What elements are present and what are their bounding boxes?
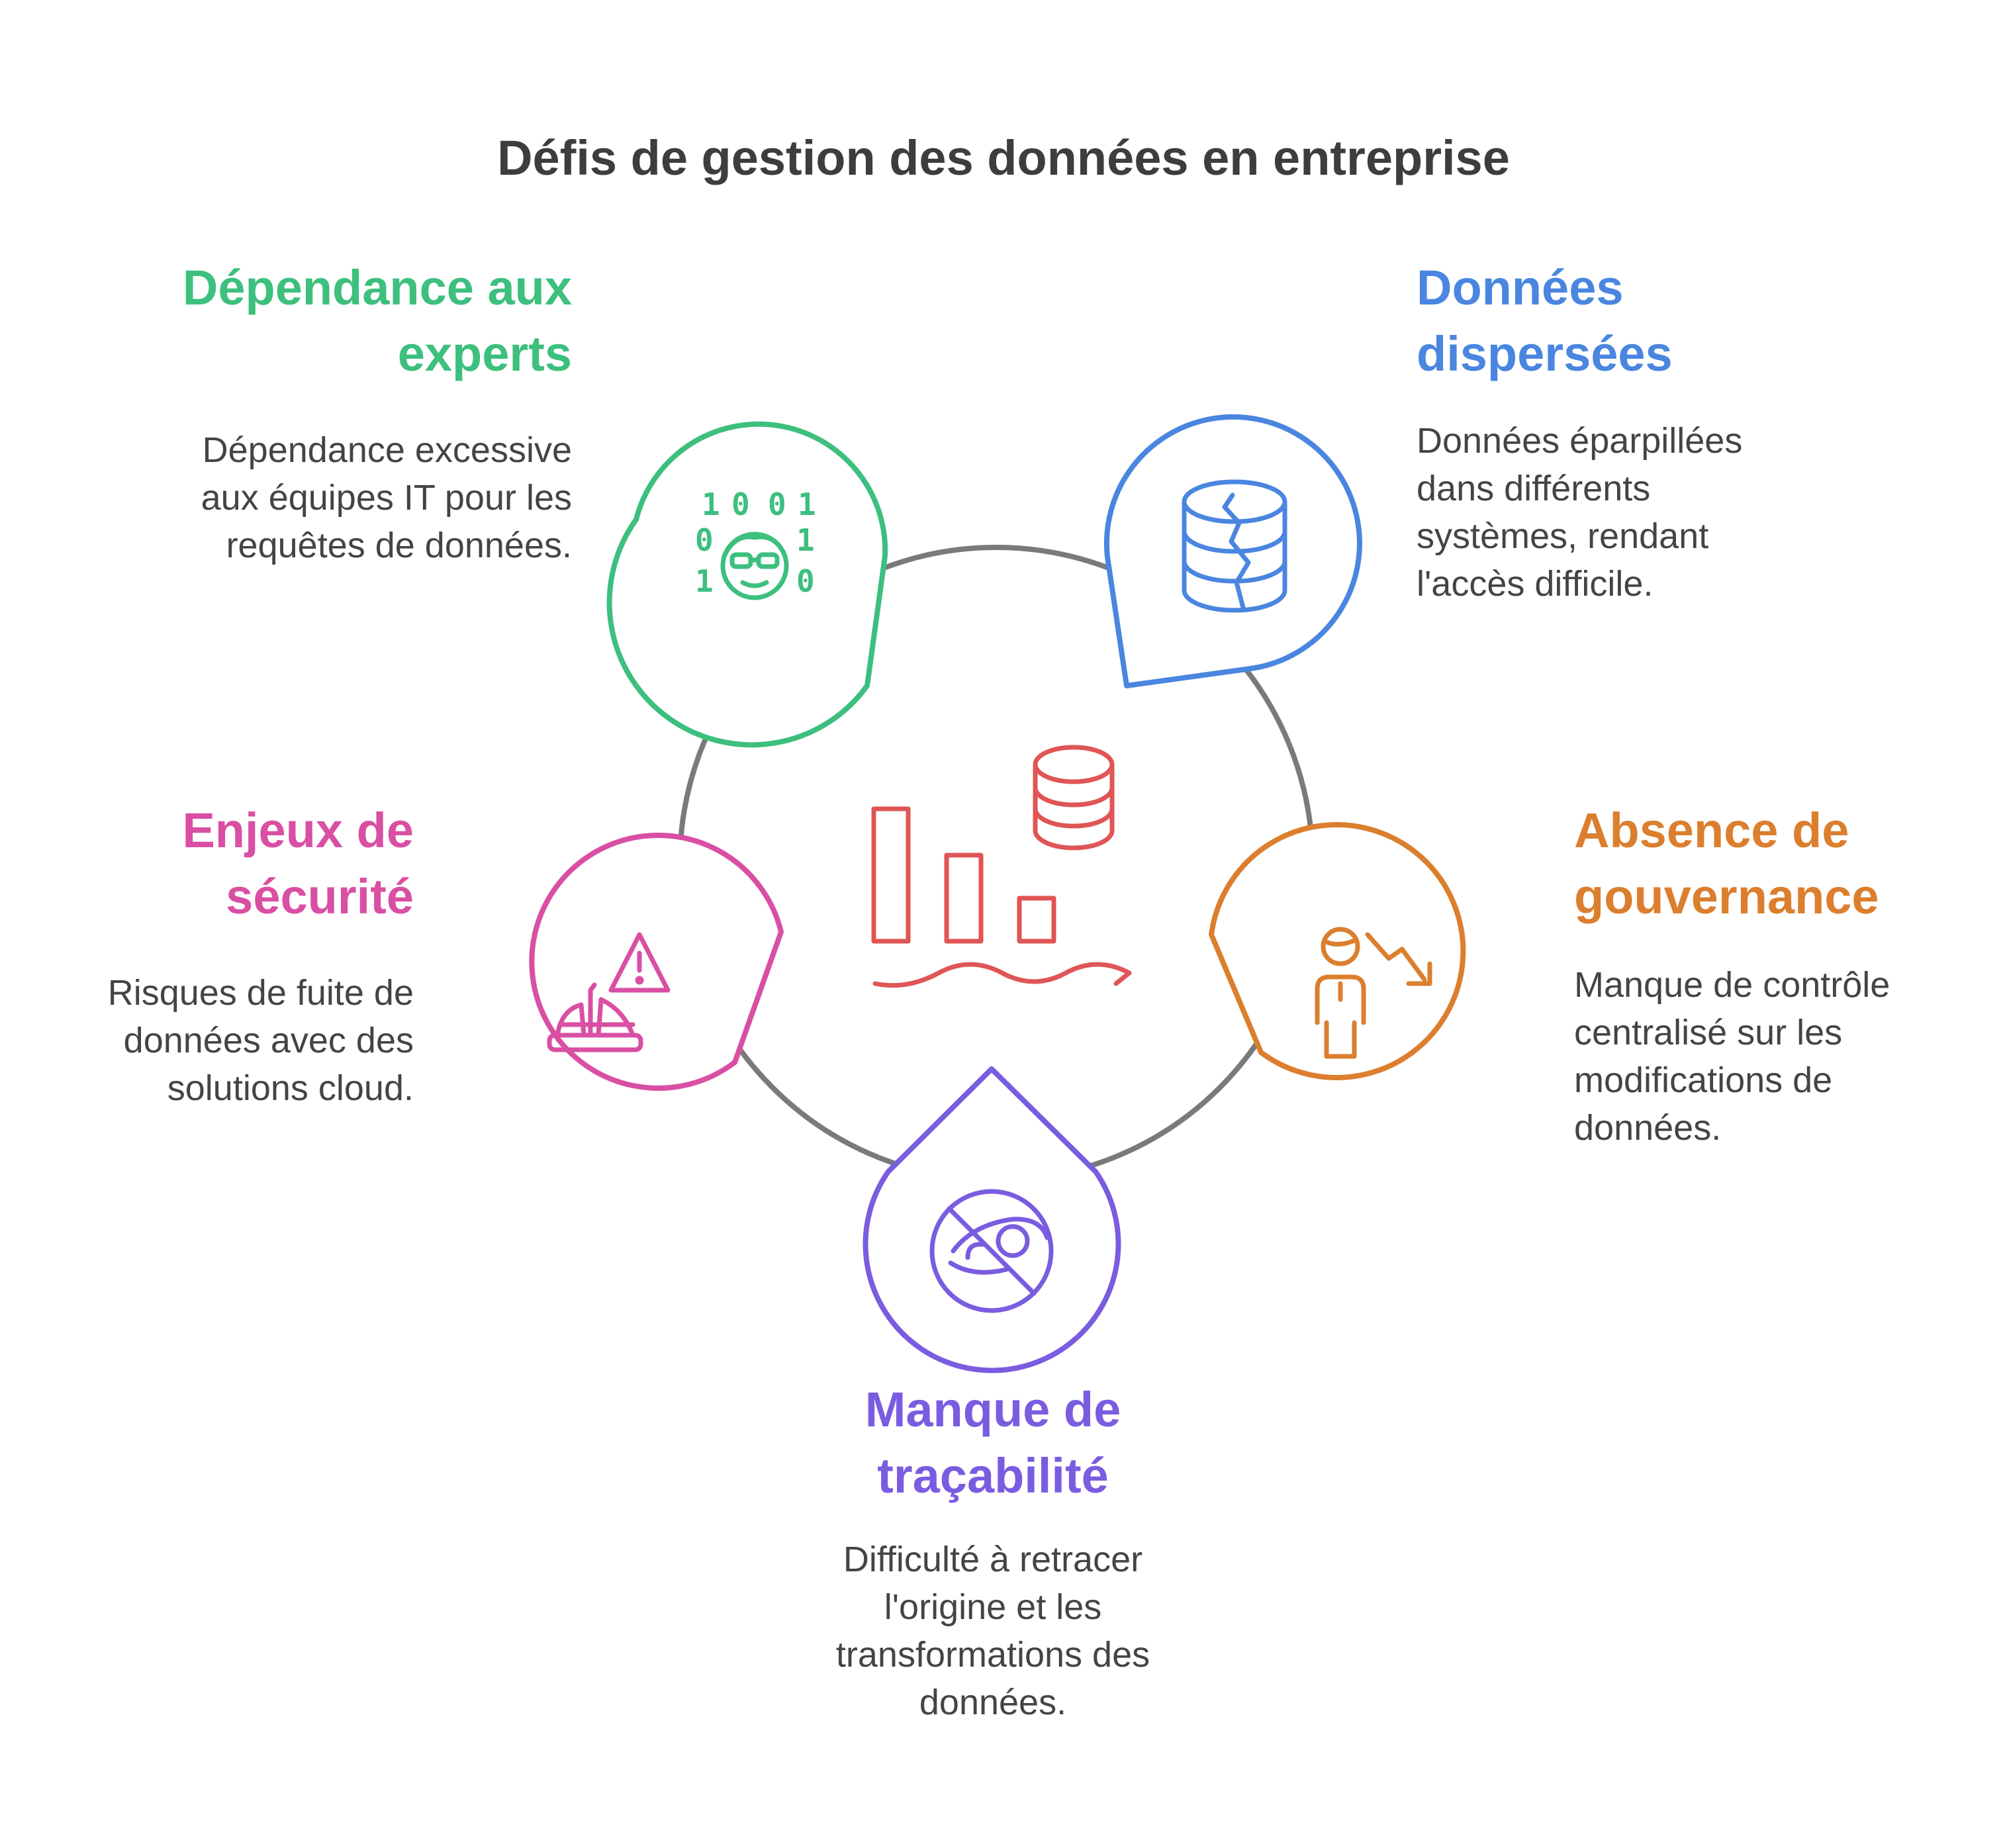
binary-digit: 1 [695,563,714,599]
description-line: requêtes de données. [226,526,572,565]
heading-line: Dépendance aux [182,260,572,315]
description-line: transformations des [835,1635,1150,1675]
description-line: dans différents [1417,469,1651,508]
description-line: Difficulté à retracer [843,1540,1143,1579]
heading-line: gouvernance [1574,869,1879,924]
description-line: l'accès difficile. [1417,564,1654,604]
experts-heading: Dépendance aux experts [113,255,572,387]
description-line: Dépendance excessive [202,430,572,470]
traceability-bubble [863,1066,1121,1373]
description-line: l'origine et les [884,1587,1102,1627]
binary-digit: 0 [768,486,786,522]
dispersed-heading: Données dispersées [1417,255,1946,387]
security-heading: Enjeux de sécurité [53,798,414,930]
security-description: Risques de fuite de données avec des sol… [53,969,414,1112]
traceability-description: Difficulté à retracer l'origine et les t… [728,1536,1258,1726]
description-line: données. [919,1683,1067,1722]
page-title: Défis de gestion des données en entrepri… [497,130,1510,185]
heading-line: Données [1417,260,1624,315]
heading-line: Manque de [864,1382,1121,1437]
binary-digit: 0 [796,563,815,599]
governance-description: Manque de contrôle centralisé sur les mo… [1574,961,1984,1152]
description-line: centralisé sur les [1574,1013,1843,1052]
binary-digit: 1 [702,486,720,522]
eye-slash-icon [929,1189,1054,1313]
governance-bubble [1209,822,1466,1080]
person-trend-down-icon [1315,927,1432,1059]
binary-digit: 1 [798,486,816,522]
database-bar-chart-water-icon [871,745,1132,988]
description-line: modifications de [1574,1060,1833,1100]
binary-digit: 0 [695,522,714,558]
dispersed-bubble [1103,414,1362,688]
description-line: Manque de contrôle [1574,965,1890,1005]
description-line: solutions cloud. [167,1068,414,1108]
heading-line: sécurité [226,869,414,924]
heading-line: dispersées [1417,326,1673,381]
heading-line: experts [397,326,572,381]
traceability-heading: Manque de traçabilité [728,1377,1258,1509]
hacker-binary-icon: 1 0 0 1 0 1 1 0 [695,486,816,600]
security-bubble [529,832,784,1091]
description-line: données. [1574,1108,1722,1148]
description-line: Données éparpillées [1417,421,1743,461]
experts-description: Dépendance excessive aux équipes IT pour… [113,426,572,569]
description-line: Risques de fuite de [107,973,414,1013]
description-line: données avec des [123,1021,414,1060]
binary-digit: 1 [796,522,815,558]
binary-digit: 0 [731,486,750,522]
governance-heading: Absence de gouvernance [1574,798,1984,930]
warning-shipwreck-icon [547,932,671,1052]
heading-line: Absence de [1574,803,1849,858]
heading-line: Enjeux de [182,803,414,858]
dispersed-description: Données éparpillées dans différents syst… [1417,417,1946,608]
description-line: aux équipes IT pour les [201,478,572,518]
broken-database-icon [1182,479,1287,613]
heading-line: traçabilité [877,1448,1109,1503]
experts-bubble: 1 0 0 1 0 1 1 0 [606,421,888,748]
description-line: systèmes, rendant [1417,516,1709,556]
